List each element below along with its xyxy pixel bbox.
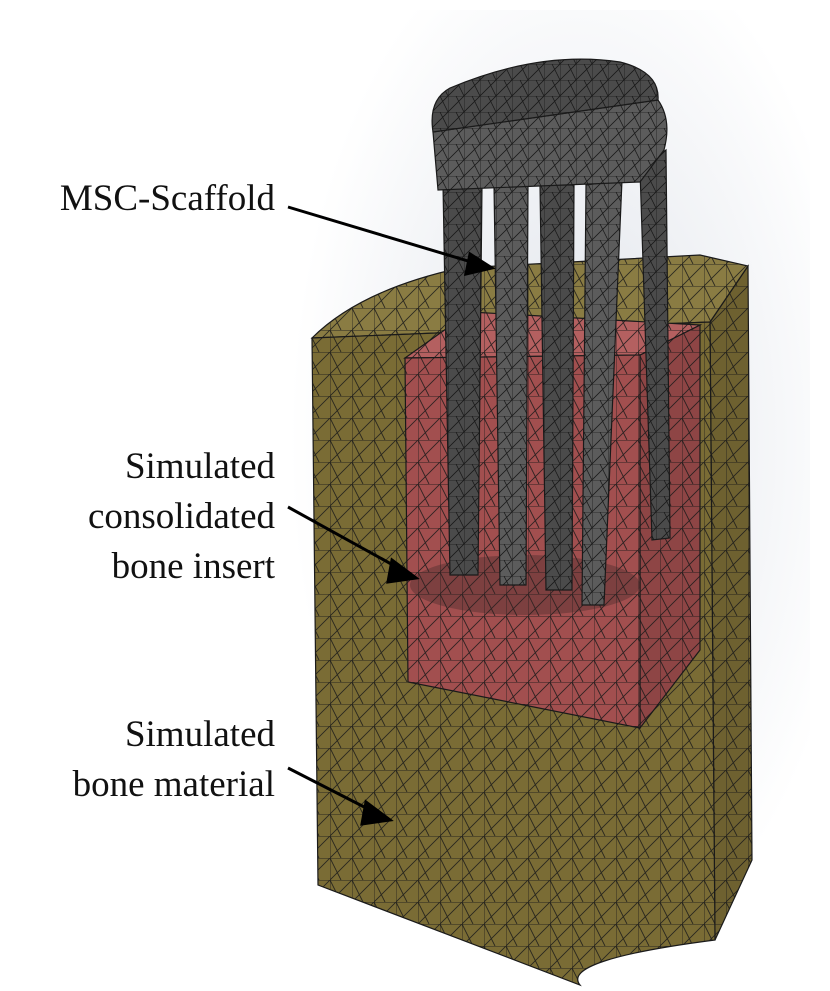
label-bone-material: Simulated bone material: [0, 710, 275, 810]
label-line: bone insert: [111, 546, 275, 587]
leader-arrow-bone: [360, 799, 394, 826]
leader-arrow-scaffold: [464, 251, 496, 276]
leader-line-insert: [287, 505, 403, 572]
label-line: bone material: [72, 764, 275, 805]
label-line: MSC-Scaffold: [59, 178, 275, 219]
label-line: consolidated: [87, 496, 275, 537]
label-msc-scaffold: MSC-Scaffold: [0, 174, 275, 224]
leader-arrow-insert: [386, 557, 420, 584]
scaffold: [431, 58, 671, 606]
leader-line-scaffold: [287, 205, 479, 266]
label-line: Simulated: [124, 446, 275, 487]
label-line: Simulated: [124, 714, 275, 755]
leader-line-bone: [287, 766, 375, 814]
leader-lines: [287, 205, 496, 826]
label-consolidated-bone-insert: Simulated consolidated bone insert: [0, 442, 275, 592]
